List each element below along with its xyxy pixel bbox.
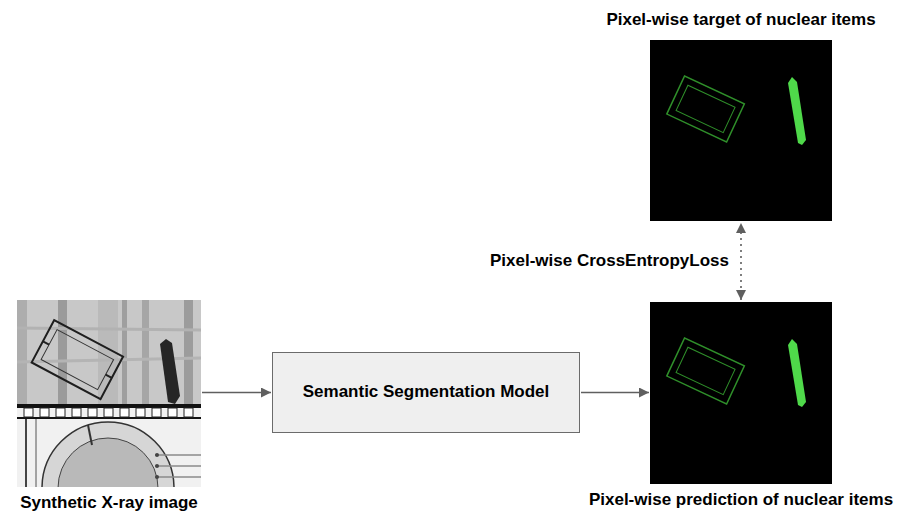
machine-detail (88, 425, 92, 445)
conveyor-cell (184, 408, 193, 417)
xray-band (58, 300, 67, 406)
image-caption: Pixel-wise prediction of nuclear items (589, 490, 893, 510)
process-box: Semantic Segmentation Model (272, 352, 580, 433)
xray-box-item (32, 320, 123, 399)
xray-illustration (17, 300, 201, 487)
box-label: Semantic Segmentation Model (303, 382, 550, 402)
mask-outline (676, 85, 735, 132)
conveyor-cell (24, 408, 33, 417)
prediction-image-node: Pixel-wise prediction of nuclear items (650, 302, 832, 484)
item-outline (41, 330, 113, 390)
conveyor-cell (104, 408, 113, 417)
flow-arrow (202, 392, 271, 394)
xray-band (142, 300, 149, 406)
target-mask-image (650, 40, 832, 221)
prediction-box-mask (667, 338, 745, 404)
conveyor-cell (120, 408, 129, 417)
conveyor-band (17, 404, 201, 408)
item-detail (43, 341, 49, 344)
machine-arch (58, 438, 158, 487)
machine-arch (42, 422, 174, 487)
xray-rod-item (160, 339, 180, 404)
conveyor-cell (168, 408, 177, 417)
edge-label: Pixel-wise CrossEntropyLoss (488, 251, 731, 271)
machine-rail (155, 465, 201, 467)
prediction-rod-mask (788, 339, 806, 407)
dotted-connector (740, 223, 742, 300)
machine-rail (155, 476, 201, 478)
machine-strut (25, 419, 27, 487)
conveyor-cell (40, 408, 49, 417)
xray-image-node: Synthetic X-ray image (17, 300, 201, 487)
target-rod-mask (788, 77, 806, 145)
conveyor-cell (56, 408, 65, 417)
mask-outline (676, 347, 735, 394)
prediction-mask-image (650, 302, 832, 484)
xray-band (122, 300, 127, 406)
conveyor-cell (152, 408, 161, 417)
image-caption: Pixel-wise target of nuclear items (606, 10, 875, 30)
conveyor-cell (136, 408, 145, 417)
xray-band (184, 300, 193, 406)
item-outline (32, 320, 123, 399)
flow-arrow (581, 392, 649, 394)
mask-outline (667, 338, 745, 404)
rail-dot (155, 464, 159, 468)
rail-dot (155, 475, 159, 479)
xray-streak (17, 328, 201, 330)
item-detail (106, 375, 112, 378)
machine-strut (36, 419, 37, 487)
image-caption: Synthetic X-ray image (20, 493, 198, 513)
machine-rail (155, 454, 201, 456)
target-box-mask (667, 76, 745, 142)
target-image-node: Pixel-wise target of nuclear items (650, 40, 832, 221)
conveyor-cell (72, 408, 81, 417)
xray-band (17, 300, 27, 406)
conveyor-cells (24, 408, 193, 417)
mask-outline (667, 76, 745, 142)
conveyor-cell (88, 408, 97, 417)
rail-dot (155, 453, 159, 457)
